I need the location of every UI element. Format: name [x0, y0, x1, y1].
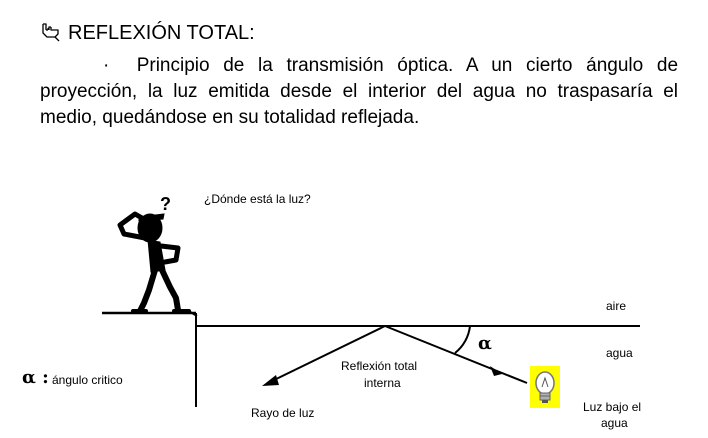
- incident-ray-arrow: [490, 366, 502, 376]
- confused-person-figure: ?: [117, 194, 191, 314]
- paragraph-text: Principio de la transmisión óptica. A un…: [40, 55, 679, 128]
- question-label: ¿Dónde está la luz?: [204, 192, 311, 206]
- section-title: REFLEXIÓN TOTAL:: [68, 22, 255, 44]
- diagram-drawing: ?: [102, 194, 640, 408]
- light-label-line2: agua: [601, 416, 628, 430]
- total-reflection-diagram: ? ¿Dónde está la luz? aire agua α Reflex…: [0, 180, 708, 438]
- alpha-legend-symbol: α :: [22, 367, 49, 388]
- description-paragraph: · Principio de la transmisión óptica. A …: [40, 53, 678, 131]
- section-heading: REFLEXIÓN TOTAL:: [40, 20, 255, 46]
- reflected-ray: [269, 325, 386, 383]
- incident-ray: [384, 325, 528, 384]
- pointing-hand-icon: [42, 23, 60, 42]
- light-bulb-icon: [535, 371, 555, 403]
- alpha-legend-text: ángulo critico: [52, 373, 123, 387]
- air-label: aire: [606, 299, 627, 313]
- reflection-label-line2: interna: [364, 376, 401, 390]
- alpha-symbol: α: [478, 333, 492, 354]
- light-label-line1: Luz bajo el: [583, 400, 642, 414]
- ray-label: Rayo de luz: [251, 406, 315, 420]
- svg-text:?: ?: [160, 194, 171, 214]
- reflected-ray-arrowhead: [262, 375, 279, 386]
- water-label: agua: [606, 346, 633, 360]
- reflection-label-line1: Reflexión total: [341, 359, 418, 373]
- critical-angle-arc: [454, 325, 471, 354]
- paragraph-bullet: ·: [103, 55, 110, 76]
